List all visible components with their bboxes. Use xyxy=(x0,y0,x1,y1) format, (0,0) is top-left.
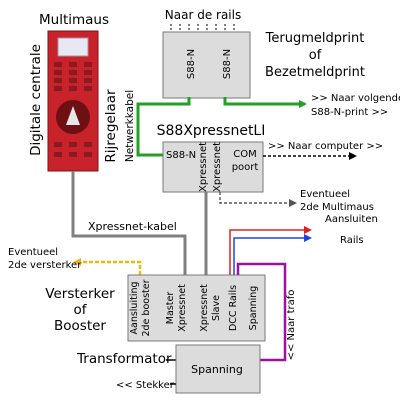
transformator-title: Transformator xyxy=(76,351,172,367)
xpressnet-cable-main xyxy=(71,171,187,275)
stekker-label: << Stekker xyxy=(116,380,175,391)
naar-volgende-label-2: S88-N-print >> xyxy=(311,107,388,118)
eventueel-versterker-label-2: 2de versterker xyxy=(8,260,82,271)
s88xpressnetli-box xyxy=(162,141,264,193)
naar-trafo-label: << Naar trafo xyxy=(286,290,297,361)
transformator-spanning-label: Spanning xyxy=(191,363,243,376)
terugmeldprint-box xyxy=(162,31,251,99)
s88-xpressnet-port-2: Xpressnet xyxy=(212,142,223,192)
booster-port-dcc-rails: DCC Rails xyxy=(228,285,239,331)
s88-com-label-1: COM xyxy=(233,149,256,160)
s88n-cable-out xyxy=(223,97,307,108)
booster-port-slave-1: Xpressnet xyxy=(199,284,210,332)
versterker-title-1: Versterker xyxy=(45,286,115,302)
booster-port-spanning: Spanning xyxy=(248,286,259,331)
booster-port-master-1: Master xyxy=(165,292,176,325)
naar-de-rails-label: Naar de rails xyxy=(165,8,241,22)
rails-connectors xyxy=(170,24,235,32)
s88n-cable-in xyxy=(136,97,191,157)
booster-port-aansluiting-1: Aansluiting xyxy=(129,281,140,334)
xpressnet-kabel-label: Xpressnet-kabel xyxy=(88,220,177,233)
terugmeld-port-s88n-2: S88-N xyxy=(222,49,233,79)
booster-port-master-2: Xpressnet xyxy=(177,284,188,332)
direction-arrow-icon xyxy=(66,106,80,125)
aansluiten-rails-label-2: Rails xyxy=(340,235,364,246)
versterker-box xyxy=(127,274,266,342)
eventueel-multimaus-label-2: 2de Multimaus xyxy=(300,202,374,213)
terugmeld-title-1: Terugmeldprint xyxy=(265,31,365,46)
versterker-title-3: Booster xyxy=(54,318,106,334)
multimaus-2-dashed-arrow xyxy=(219,192,297,207)
booster-port-aansluiting-2: 2de booster xyxy=(141,279,152,336)
versterker-title-2: of xyxy=(73,302,87,318)
booster-port-slave-2: Slave xyxy=(211,295,222,321)
digitale-centrale-label: Digitale centrale xyxy=(28,44,44,156)
eventueel-versterker-label-1: Eventueel xyxy=(8,247,58,258)
s88-com-label-2: poort xyxy=(232,162,259,173)
rijregelaar-label: Rijregelaar xyxy=(103,89,119,163)
eventueel-multimaus-label-1: Eventueel xyxy=(300,189,350,200)
terugmeld-port-s88n-1: S88-N xyxy=(186,49,197,79)
naar-computer-label: >> Naar computer >> xyxy=(268,141,383,152)
multimaus-title: Multimaus xyxy=(39,12,109,28)
aansluiten-rails-label-1: Aansluiten xyxy=(325,214,378,225)
multimaus-display xyxy=(57,37,89,57)
rails-wire-red xyxy=(229,226,312,275)
rails-wire-blue xyxy=(233,234,312,275)
transformator-box xyxy=(175,344,261,394)
s88xpressnetli-title: S88XpressnetLI xyxy=(157,123,266,139)
s88-xpressnet-port-1: Xpressnet xyxy=(198,142,209,192)
trafo-wire xyxy=(236,262,287,362)
terugmeld-title-2: of xyxy=(309,48,322,63)
netwerkkabel-label: Netwerkkabel xyxy=(124,90,136,162)
naar-volgende-label-1: >> Naar volgende xyxy=(311,93,400,104)
multimaus-device xyxy=(47,30,99,172)
terugmeld-title-3: Bezetmeldprint xyxy=(265,65,365,80)
booster-2-dashed-arrow xyxy=(73,258,142,275)
s88-s88n-port: S88-N xyxy=(166,150,196,161)
